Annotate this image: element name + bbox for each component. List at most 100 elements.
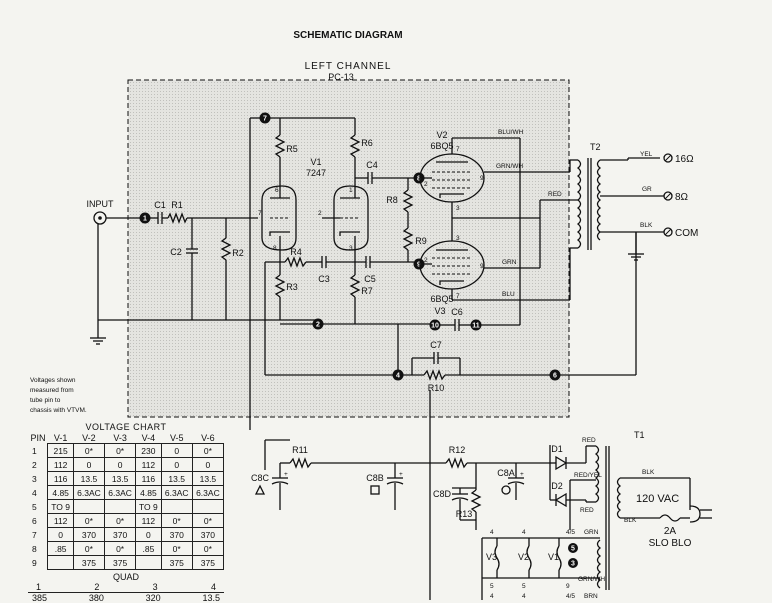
v2-filament-label: V2 [518,552,529,562]
voltage-cell: .85 [135,541,162,556]
r11-label: R11 [292,445,308,455]
fuse-rating: 2A [664,526,677,537]
voltage-cell: 0 [160,457,193,472]
voltage-cell [104,499,137,514]
quad-value-4: 13.5 [202,593,220,603]
out-16-label: 16Ω [675,154,694,165]
fuse-icon [659,514,681,522]
v1-pin-8: 8 [273,245,277,252]
pin-cell: 2 [32,459,37,470]
voltage-cell: 0 [72,457,106,472]
voltage-cell [47,555,74,570]
triangle-marker-icon [254,484,266,495]
t1-red-yel: RED/YEL [574,472,602,479]
node-6 [549,369,561,381]
voltage-cell: TO 9 [47,499,74,514]
quad-header-4: 4 [210,582,216,592]
voltage-cell: 0* [104,513,137,528]
note-line-1: Voltages shown [30,377,76,384]
voltage-cell: 0 [160,443,193,458]
voltage-cell [135,555,162,570]
node-11-label: 11 [472,323,480,330]
r6-label: R6 [361,138,373,148]
c1-label: C1 [154,200,166,210]
node-1-label: 1 [143,216,147,223]
voltage-cell: 6.3AC [104,485,137,500]
c3-label: C3 [318,274,330,284]
c5-label: C5 [364,274,376,284]
v2-type-label: 6BQ5 [430,141,453,151]
v3-filament-label: V3 [486,552,497,562]
filament-4-c: 4 [490,593,494,600]
v3-pin-3: 3 [456,235,460,242]
quad-value-2: 380 [88,593,104,603]
column-header: V-2 [82,433,96,443]
wire-blk: BLK [640,222,653,229]
filament-5-b: 5 [522,583,526,590]
column-header: V-1 [53,433,68,443]
v1-pin-2: 2 [318,210,322,217]
column-header: PIN [30,433,46,444]
node-2-label: 2 [316,322,320,329]
voltage-cell: 0* [160,513,193,528]
input-label: INPUT [87,199,115,209]
voltage-cell: 13.5 [72,471,106,486]
voltage-cell [72,499,106,514]
v1-tube-envelope [261,185,297,251]
voltage-chart: VOLTAGE CHART PIN V-1 V-2 V-3 V-4 V-5 V-… [28,422,225,603]
circle-marker-icon [501,485,511,495]
voltage-cell: 0 [104,457,137,472]
wire-yel: YEL [640,151,653,158]
voltage-cell: 0* [72,513,106,528]
note-line-2: measured from [30,387,74,394]
svg-text:+: + [520,471,524,478]
node-2 [312,318,324,330]
voltage-cell: 4.85 [47,485,74,500]
v3-label: V3 [434,306,445,316]
voltage-cell: 13.5 [191,471,225,486]
svg-text:+: + [284,471,288,478]
v2-pin-3: 3 [456,205,460,212]
voltage-cell: 116 [135,471,162,486]
svg-text:+: + [399,471,403,478]
wire-gr: GR [642,186,652,193]
v3-pin-9: 9 [480,263,484,270]
speaker-terminal-com-icon [663,227,673,237]
filament-4-5-a: 4/5 [566,529,575,536]
column-header: V-3 [113,433,127,443]
board-label: PC-13 [328,72,354,82]
voltage-cell: 0 [191,457,225,472]
circuit-board-area [127,79,570,418]
t1-blk-2: BLK [624,517,637,524]
t2-label: T2 [590,142,601,152]
r10-label: R10 [428,383,445,393]
wire-grn-wh: GRN/WH [496,163,523,170]
c2-label: C2 [170,247,182,257]
quad-values: 385 380 320 13.5 [28,592,224,603]
quad-value-1: 385 [32,593,48,603]
svg-text:3: 3 [571,561,575,568]
v1-type-label: 7247 [306,168,326,178]
quad-header-1: 1 [36,582,42,592]
r9-label: R9 [415,236,427,246]
r5-label: R5 [286,144,298,154]
voltage-cell: 112 [47,513,74,528]
voltage-cell: 13.5 [160,471,193,486]
voltage-cell: 0* [104,443,137,458]
v1-pin-3: 3 [349,245,353,252]
node-7-label: 7 [263,116,267,123]
out-8-label: 8Ω [675,192,689,203]
wire-blu: BLU [502,291,515,298]
c4-label: C4 [366,160,378,170]
node-4-label: 4 [396,373,400,380]
voltage-cell: 116 [47,471,74,486]
quad-headers: 1 2 3 4 [28,582,224,592]
d2-label: D2 [551,481,563,491]
square-marker-icon [370,485,380,495]
